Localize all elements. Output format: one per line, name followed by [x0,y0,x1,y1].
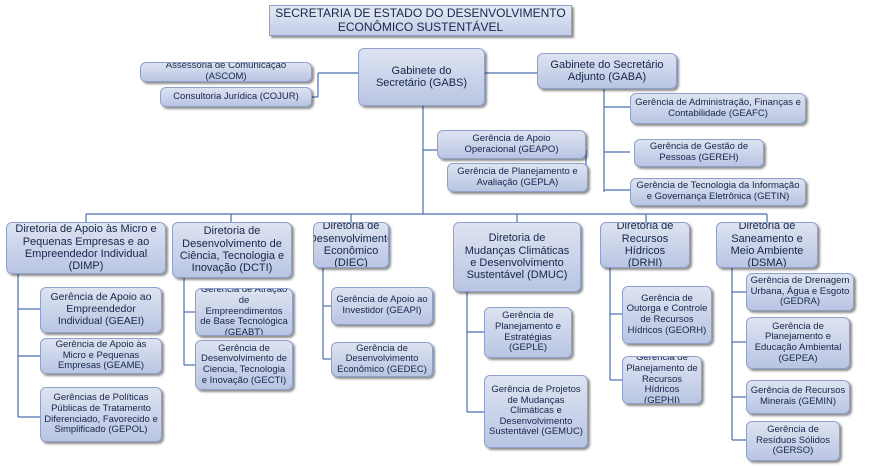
node-geapo-label: Gerência de Apoio Operacional (GEAPO) [464,132,559,155]
node-dimp[interactable]: Diretoria de Apoio às Micro e Pequenas E… [6,222,166,274]
node-gepol-label: Gerências de Políticas Públicas de Trata… [44,392,158,436]
node-gedra-label: Gerência de Drenagem Urbana, Água e Esgo… [750,275,850,308]
node-ascom-label: Assessoria de Comunicação (ASCOM) [165,62,287,82]
node-dimp-label: Diretoria de Apoio às Micro e Pequenas E… [15,223,157,273]
node-cojur[interactable]: Consultoria Jurídica (COJUR) [160,87,312,107]
node-dcti-label: Diretoria de Desenvolvimento de Ciência,… [179,225,285,275]
node-georh-label: Gerência de Outorga e Controle de Recurs… [626,292,708,336]
node-gemuc-label: Gerência de Projetos de Mudanças Climáti… [489,383,583,438]
node-gephi-label: Gerência de Planejamento de Recursos Híd… [626,356,698,404]
node-gecti[interactable]: Gerência de Desenvolvimento de Ciencia, … [195,340,293,390]
node-gemin[interactable]: Gerência de Recursos Minerais (GEMIN) [746,380,850,414]
node-diec[interactable]: Diretoria de Desenvolvimento Econômico (… [313,222,389,268]
node-drhi-label: Diretoria de Recursos Hídricos (DRHI) [616,222,674,268]
node-gepla-label: Gerência de Planejamento e Avaliação (GE… [457,165,578,188]
node-gephi[interactable]: Gerência de Planejamento de Recursos Híd… [622,356,702,404]
node-geapi[interactable]: Gerência de Apoio ao Investidor (GEAPI) [331,287,433,325]
node-gabs[interactable]: Gabinete do Secretário (GABS) [358,48,485,106]
node-gedec[interactable]: Gerência de Desenvolvimento Econômico (G… [331,342,433,377]
node-gepla[interactable]: Gerência de Planejamento e Avaliação (GE… [447,163,588,192]
node-geame[interactable]: Gerência de Apoio às Micro e Pequenas Em… [40,338,162,374]
node-geabt-label: Gerência de Atração de Empreendimentos d… [200,288,288,336]
node-cojur-label: Consultoria Jurídica (COJUR) [173,90,299,102]
node-gemuc[interactable]: Gerência de Projetos de Mudanças Climáti… [484,375,588,448]
node-dmuc-label: Diretoria de Mudanças Climáticas e Desen… [464,232,570,282]
node-geafc[interactable]: Gerência de Administração, Finanças e Co… [630,93,806,124]
node-dsma[interactable]: Diretoria de Saneamento e Meio Ambiente … [716,222,818,268]
node-geabt[interactable]: Gerência de Atração de Empreendimentos d… [195,288,293,336]
node-geame-label: Gerência de Apoio às Micro e Pequenas Em… [55,339,147,372]
node-georh[interactable]: Gerência de Outorga e Controle de Recurs… [622,286,712,344]
node-geple[interactable]: Gerência de Planejamento e Estratégias (… [484,307,572,358]
node-gedec-label: Gerência de Desenvolvimento Econômico (G… [337,342,427,375]
node-dmuc[interactable]: Diretoria de Mudanças Climáticas e Desen… [453,222,581,292]
node-dsma-label: Diretoria de Saneamento e Meio Ambiente … [730,222,804,268]
node-geaei[interactable]: Gerência de Apoio ao Empreendedor Indivi… [40,287,162,333]
node-gecti-label: Gerência de Desenvolvimento de Ciencia, … [200,342,288,386]
node-ascom[interactable]: Assessoria de Comunicação (ASCOM) [140,62,312,82]
node-gepol[interactable]: Gerências de Políticas Públicas de Trata… [40,387,162,442]
node-gaba[interactable]: Gabinete do Secretário Adjunto (GABA) [537,53,677,89]
node-getin-label: Gerência de Tecnologia da Informação e G… [636,180,800,202]
node-gedra[interactable]: Gerência de Drenagem Urbana, Água e Esgo… [746,273,854,311]
node-geaei-label: Gerência de Apoio ao Empreendedor Indivi… [50,291,152,327]
node-gepea-label: Gerência de Planejamento e Educação Ambi… [754,320,842,364]
node-getin[interactable]: Gerência de Tecnologia da Informação e G… [630,178,806,206]
node-gaba-label: Gabinete do Secretário Adjunto (GABA) [550,58,664,83]
node-diec-label: Diretoria de Desenvolvimento Econômico (… [313,222,389,268]
node-gabs-label: Gabinete do Secretário (GABS) [375,64,468,89]
node-gemin-label: Gerência de Recursos Minerais (GEMIN) [750,385,846,407]
node-gereh[interactable]: Gerência de Gestão de Pessoas (GEREH) [634,139,764,167]
node-drhi[interactable]: Diretoria de Recursos Hídricos (DRHI) [600,222,690,268]
node-geafc-label: Gerência de Administração, Finanças e Co… [635,96,801,119]
node-gerso[interactable]: Gerência de Resíduos Sólidos (GERSO) [746,421,840,461]
page-title: SECRETARIA DE ESTADO DO DESENVOLVIMENTO … [269,5,572,36]
node-geple-label: Gerência de Planejamento e Estratégias (… [494,310,562,354]
node-geapo[interactable]: Gerência de Apoio Operacional (GEAPO) [437,130,586,159]
node-geapi-label: Gerência de Apoio ao Investidor (GEAPI) [336,294,428,316]
node-dcti[interactable]: Diretoria de Desenvolvimento de Ciência,… [172,222,292,278]
page-title-text: SECRETARIA DE ESTADO DO DESENVOLVIMENTO … [275,6,566,34]
node-gereh-label: Gerência de Gestão de Pessoas (GEREH) [649,141,749,163]
node-gerso-label: Gerência de Resíduos Sólidos (GERSO) [756,424,830,457]
node-gepea[interactable]: Gerência de Planejamento e Educação Ambi… [746,317,850,369]
